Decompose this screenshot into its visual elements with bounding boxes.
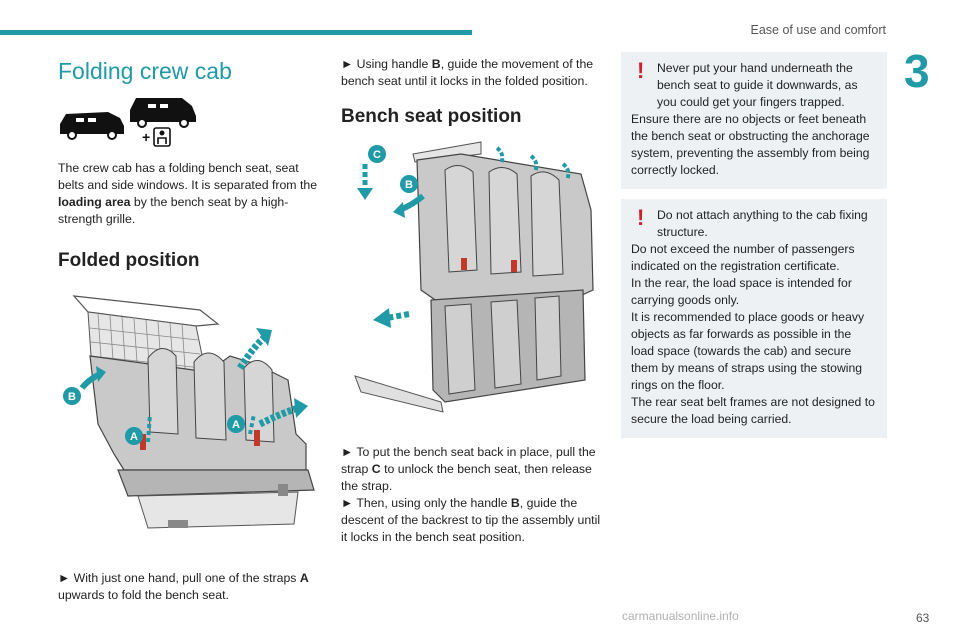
column-middle: ► Using handle B, guide the movement of … (341, 52, 603, 546)
chapter-number: 3 (904, 45, 930, 97)
label-a-left: A (125, 426, 143, 445)
top-accent-bar (0, 30, 472, 35)
warning-exclamation-icon: ! (637, 205, 645, 230)
column-left: Folding crew cab + The crew cab has a fo… (58, 52, 320, 604)
warning-2-line: Do not exceed the number of passengers i… (631, 242, 855, 273)
warning-box-1: ! Never put your hand underneath the ben… (621, 52, 887, 189)
warning-exclamation-icon: ! (637, 58, 645, 83)
warning-2-line: In the rear, the load space is intended … (631, 276, 852, 307)
arrow-icon-up-right (237, 327, 272, 370)
warning-box-2: ! Do not attach anything to the cab fixi… (621, 199, 887, 438)
warning-2-line: It is recommended to place goods or heav… (631, 310, 865, 392)
folded-step: ► With just one hand, pull one of the st… (58, 570, 309, 602)
arrow-icon-a-left (146, 413, 152, 442)
arrow-icon-b-left (393, 193, 425, 218)
arrow-icon-a-right (248, 413, 256, 434)
guide-step: ► Using handle B, guide the movement of … (341, 57, 594, 88)
section-title: Folding crew cab (58, 58, 232, 84)
footer-watermark-url[interactable]: carmanualsonline.info (622, 609, 739, 623)
warning-1-lead: Never put your hand underneath the bench… (657, 61, 858, 109)
arrow-icon-c-down (357, 164, 373, 200)
intro-paragraph: The crew cab has a folding bench seat, s… (58, 160, 318, 226)
warning-2-line: The rear seat belt frames are not design… (631, 395, 875, 426)
arrow-icon-left (373, 308, 410, 328)
van-icon-tall (130, 97, 196, 128)
back-in-place-step-2: ► Then, using only the handle B, guide t… (341, 496, 601, 544)
bench-seat-position-heading: Bench seat position (341, 106, 522, 127)
upright-bench (354, 141, 594, 413)
svg-text:A: A (130, 431, 138, 443)
column-right: ! Never put your hand underneath the ben… (621, 52, 887, 438)
label-b: B (63, 386, 81, 405)
svg-text:B: B (68, 391, 76, 403)
arrow-icons-headrests (495, 146, 571, 181)
page-number: 63 (916, 611, 930, 625)
chapter-header-title: Ease of use and comfort (750, 23, 887, 37)
label-c: C (368, 145, 386, 163)
folded-position-heading: Folded position (58, 249, 200, 271)
warning-1-body: Ensure there are no objects or feet bene… (631, 112, 870, 177)
plus-sign: + (142, 129, 150, 145)
label-b: B (400, 175, 418, 193)
van-icons: + (60, 97, 196, 147)
arrow-icon-b (79, 365, 106, 390)
arrow-icon-right (258, 397, 308, 427)
van-icon-long (60, 111, 124, 140)
seat-passenger-icon (153, 126, 171, 147)
back-in-place-step-1: ► To put the bench seat back in place, p… (341, 445, 596, 493)
folded-position-illustration: B A A (63, 294, 315, 529)
svg-text:B: B (405, 179, 413, 191)
label-a-right: A (227, 414, 245, 433)
warning-2-lead: Do not attach anything to the cab fixing… (657, 208, 868, 239)
strap-a-right (254, 429, 260, 446)
svg-text:A: A (232, 419, 240, 431)
svg-text:C: C (373, 149, 381, 161)
bench-seat-illustration: C B (354, 141, 594, 413)
bench-seat (89, 347, 315, 529)
strap-a-left (140, 433, 146, 450)
